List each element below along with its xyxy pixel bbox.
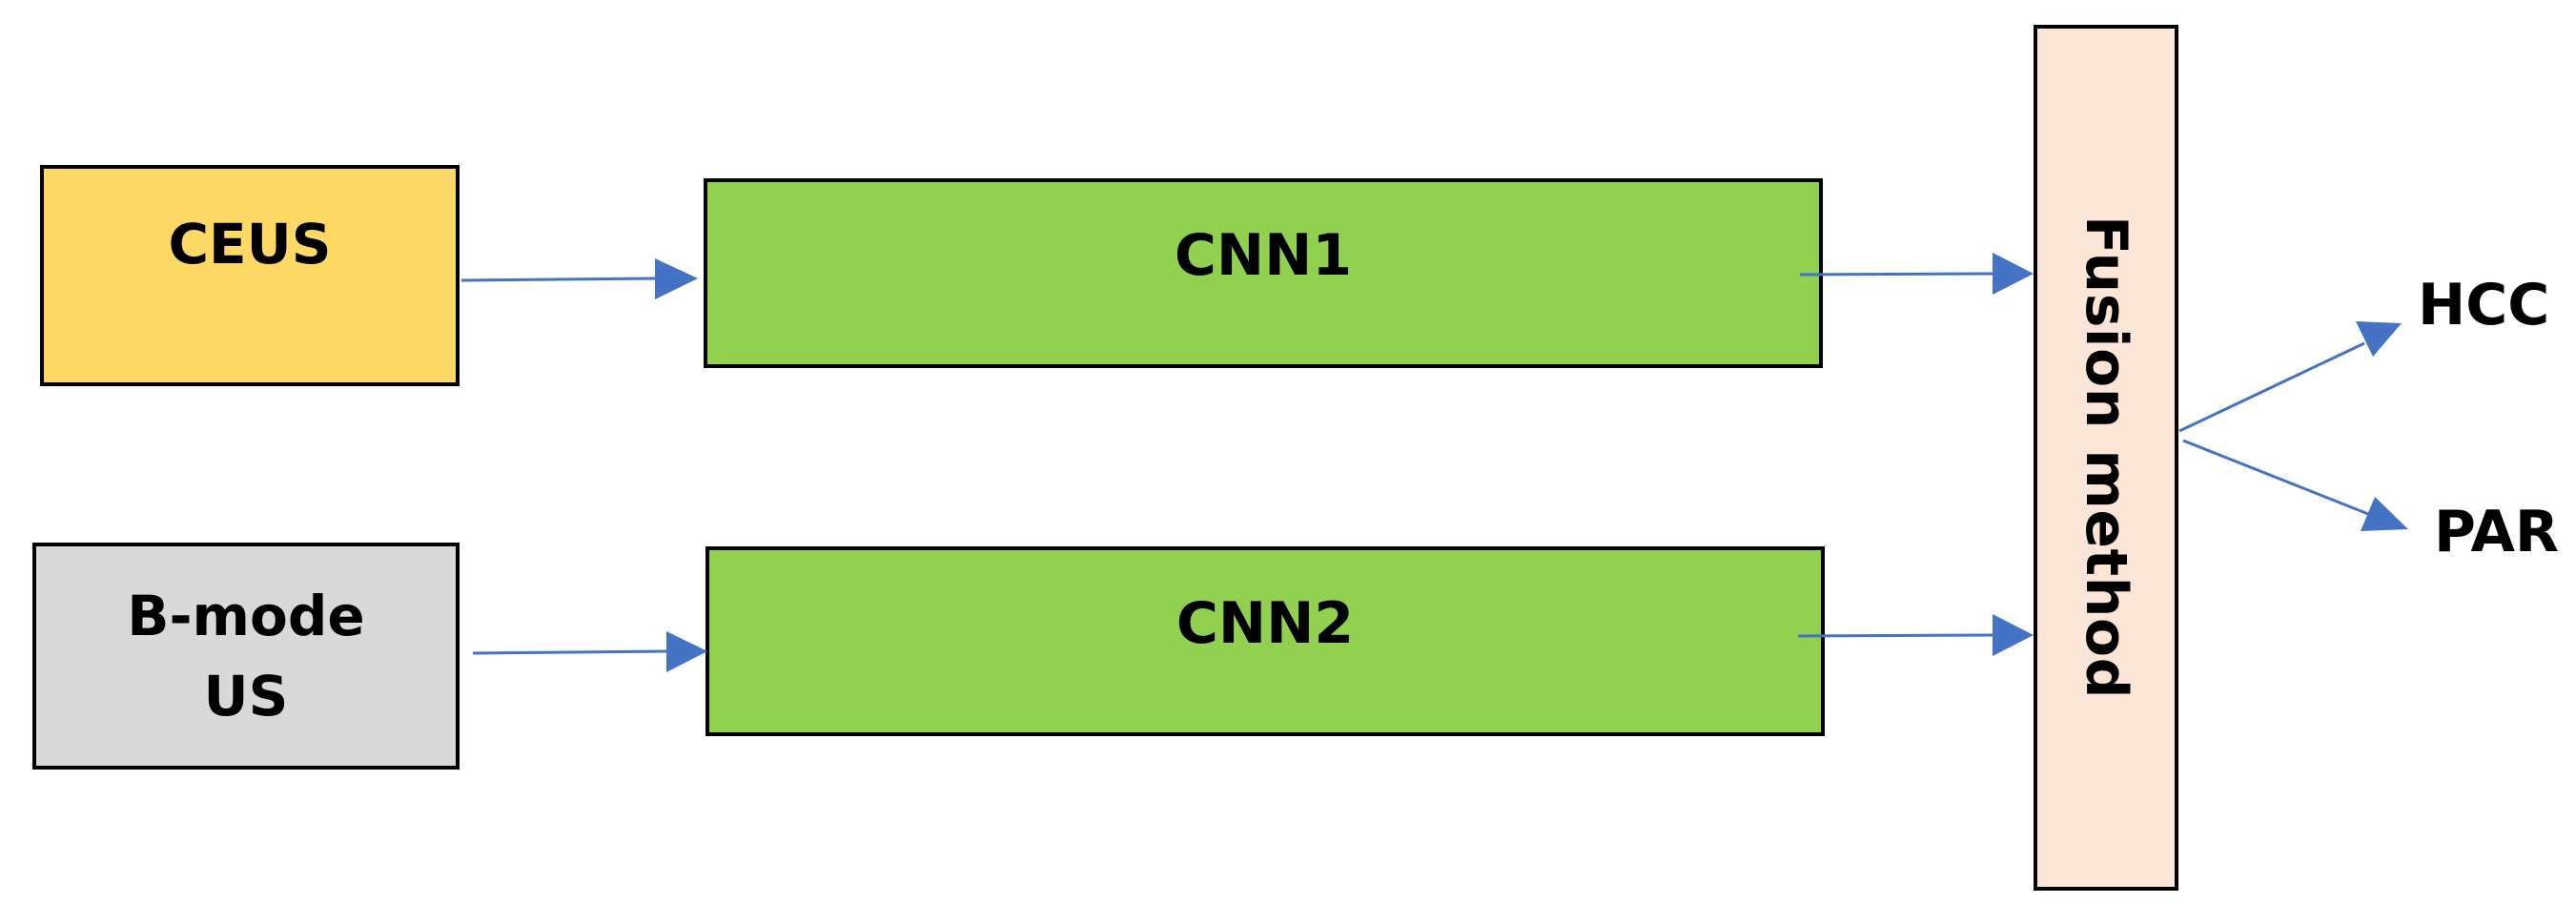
arrow-ceus-to-cnn1 xyxy=(460,277,657,282)
ceus-label: CEUS xyxy=(168,212,332,277)
cnn2-label: CNN2 xyxy=(1176,590,1355,657)
output-hcc-label: HCC xyxy=(2418,272,2550,339)
cnn1-box: CNN1 xyxy=(704,178,1823,368)
arrow-cnn2-to-fusion xyxy=(1797,633,1993,638)
cnn2-box: CNN2 xyxy=(705,546,1825,736)
bmode-label-group: B-mode US xyxy=(127,576,364,736)
fusion-method-label: Fusion method xyxy=(2073,216,2139,700)
arrow-fusion-to-par xyxy=(2182,439,2369,516)
bmode-label-line2: US xyxy=(203,664,289,729)
arrowhead-ceus-to-cnn1 xyxy=(655,258,698,299)
bmode-us-input-box: B-mode US xyxy=(32,543,460,770)
output-par-label: PAR xyxy=(2434,499,2560,565)
arrowhead-cnn2-to-fusion xyxy=(1993,614,2034,656)
arrowhead-fusion-to-par xyxy=(2361,497,2408,531)
arrowhead-bmode-to-cnn2 xyxy=(666,631,707,672)
arrowhead-cnn1-to-fusion xyxy=(1993,253,2034,295)
ceus-input-box: CEUS xyxy=(40,165,460,386)
cnn1-label: CNN1 xyxy=(1174,222,1353,289)
arrowhead-fusion-to-hcc xyxy=(2356,321,2402,357)
arrow-fusion-to-hcc xyxy=(2178,341,2365,433)
bmode-label-line1: B-mode xyxy=(127,583,365,648)
arrow-bmode-to-cnn2 xyxy=(472,649,668,655)
arrow-cnn1-to-fusion xyxy=(1799,272,1993,277)
fusion-method-box: Fusion method xyxy=(2034,25,2178,891)
